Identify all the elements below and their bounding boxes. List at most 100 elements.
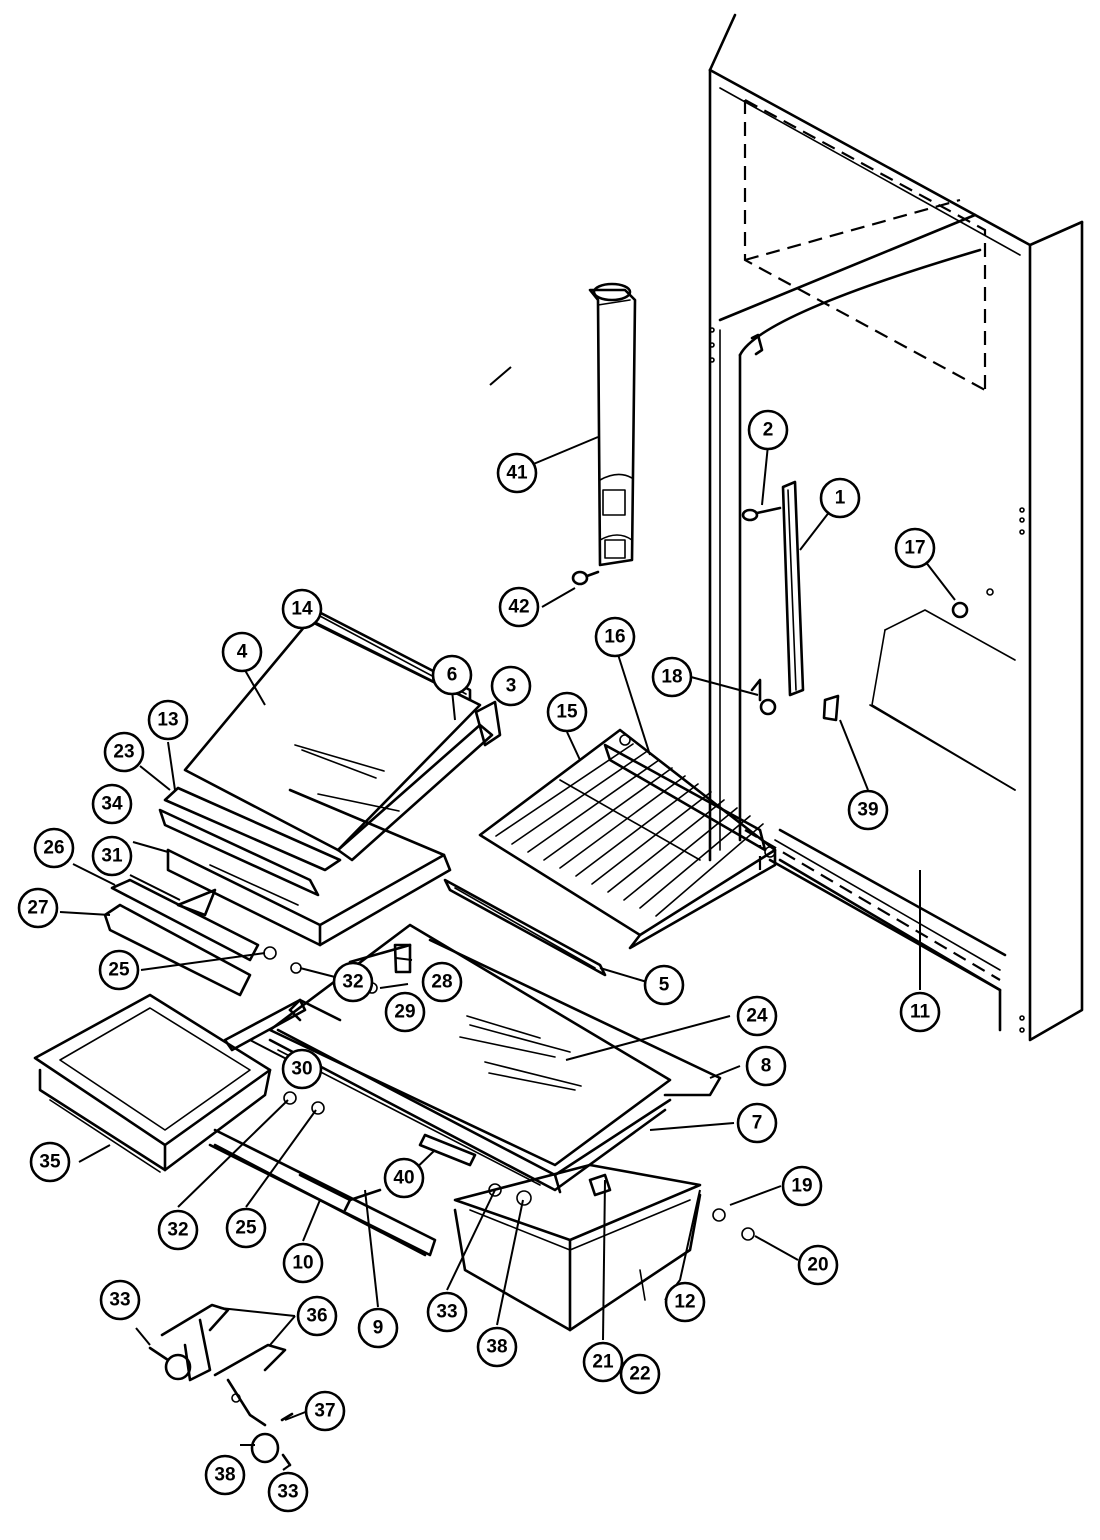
wire-shelf (478, 728, 777, 950)
callout-39: 39 (847, 789, 889, 831)
callout-31-label: 31 (101, 846, 123, 867)
duct-clip (571, 570, 600, 586)
callout-38-right-label: 38 (486, 1337, 507, 1358)
callout-9-label: 9 (373, 1318, 384, 1339)
callout-7-label: 7 (752, 1113, 763, 1134)
callout-18: 18 (651, 656, 693, 698)
callout-1: 1 (819, 477, 861, 519)
callout-4: 4 (221, 631, 263, 673)
callout-8: 8 (745, 1045, 787, 1087)
callout-5: 5 (643, 964, 685, 1006)
glass-shelf-left (158, 608, 502, 947)
callout-24: 24 (736, 995, 778, 1037)
callout-14-label: 14 (291, 599, 313, 620)
callout-17-label: 17 (904, 538, 925, 559)
callout-12-label: 12 (674, 1292, 695, 1313)
callout-33-hinge-top: 33 (99, 1279, 141, 1321)
callout-32-upper-label: 32 (342, 972, 363, 993)
callout-25-lower: 25 (225, 1207, 267, 1249)
callout-33-hinge-bottom: 33 (267, 1471, 309, 1513)
callout-30: 30 (281, 1048, 323, 1090)
callout-24-label: 24 (746, 1006, 768, 1027)
callout-17: 17 (894, 527, 936, 569)
callout-4-label: 4 (237, 642, 248, 663)
callout-38-right: 38 (476, 1326, 518, 1368)
callout-26: 26 (33, 827, 75, 869)
callout-15-label: 15 (556, 702, 578, 723)
callout-42-label: 42 (508, 597, 529, 618)
callout-7: 7 (736, 1102, 778, 1144)
callout-2: 2 (747, 409, 789, 451)
crisper-hinge-brackets (148, 1303, 294, 1467)
callout-22-label: 22 (629, 1364, 650, 1385)
callout-1-label: 1 (835, 488, 846, 509)
callout-33-hinge-bottom-label: 33 (277, 1482, 298, 1503)
small-hardware (103, 333, 994, 1241)
callout-13: 13 (147, 699, 189, 741)
callout-28: 28 (421, 961, 463, 1003)
callout-5-label: 5 (659, 975, 670, 996)
callout-21: 21 (582, 1341, 624, 1383)
callout-33-right: 33 (426, 1291, 468, 1333)
callout-2-label: 2 (763, 420, 774, 441)
callout-26-label: 26 (43, 838, 64, 859)
shelf-rail (443, 878, 607, 977)
callout-22: 22 (619, 1353, 661, 1395)
callout-39-label: 39 (857, 800, 878, 821)
callout-35-label: 35 (39, 1152, 61, 1173)
callout-35: 35 (29, 1141, 71, 1183)
callout-14: 14 (281, 588, 323, 630)
callout-28-label: 28 (431, 972, 452, 993)
callout-10: 10 (282, 1242, 324, 1284)
callout-36: 36 (296, 1295, 338, 1337)
callout-37: 37 (304, 1390, 346, 1432)
callout-37-label: 37 (314, 1401, 335, 1422)
callout-3: 3 (490, 665, 532, 707)
callout-6-label: 6 (447, 665, 458, 686)
callout-29-label: 29 (394, 1002, 415, 1023)
callout-25-upper-label: 25 (108, 960, 130, 981)
callout-32-lower: 32 (157, 1209, 199, 1251)
callout-20-label: 20 (807, 1255, 828, 1276)
callout-12: 12 (664, 1281, 706, 1323)
callout-3-label: 3 (506, 676, 517, 697)
cabinet (708, 13, 1084, 1042)
callout-36-label: 36 (306, 1306, 327, 1327)
crisper-drawer-right (453, 1163, 702, 1332)
callout-13-label: 13 (157, 710, 178, 731)
callout-41: 41 (496, 452, 538, 494)
callout-21-label: 21 (592, 1352, 614, 1373)
callout-30-label: 30 (291, 1059, 312, 1080)
callout-6: 6 (431, 654, 473, 696)
callout-32-lower-label: 32 (167, 1220, 188, 1241)
ladder-rail (781, 480, 805, 697)
callout-8-label: 8 (761, 1056, 772, 1077)
callout-19: 19 (781, 1165, 823, 1207)
callout-34: 34 (91, 783, 133, 825)
callout-11: 11 (899, 991, 941, 1033)
callout-42: 42 (498, 586, 540, 628)
callout-31: 31 (91, 835, 133, 877)
callout-40-label: 40 (393, 1168, 414, 1189)
callout-16-label: 16 (604, 627, 625, 648)
callout-38-hinge-label: 38 (214, 1465, 235, 1486)
callout-18-label: 18 (661, 667, 682, 688)
callout-23: 23 (103, 731, 145, 773)
callout-15: 15 (546, 691, 588, 733)
callout-10-label: 10 (292, 1253, 313, 1274)
callout-25-upper: 25 (98, 949, 140, 991)
callout-27-label: 27 (27, 898, 48, 919)
callout-20: 20 (797, 1244, 839, 1286)
callout-11-label: 11 (910, 1002, 931, 1023)
callout-33-hinge-top-label: 33 (109, 1290, 130, 1311)
leader-lines (59, 366, 956, 1471)
callout-27: 27 (17, 887, 59, 929)
callout-41-label: 41 (506, 463, 528, 484)
crisper-drawer-left (33, 993, 272, 1173)
callout-16: 16 (594, 616, 636, 658)
callout-38-hinge: 38 (204, 1454, 246, 1496)
callout-19-label: 19 (791, 1176, 812, 1197)
callout-33-right-label: 33 (436, 1302, 457, 1323)
callout-9: 9 (357, 1307, 399, 1349)
